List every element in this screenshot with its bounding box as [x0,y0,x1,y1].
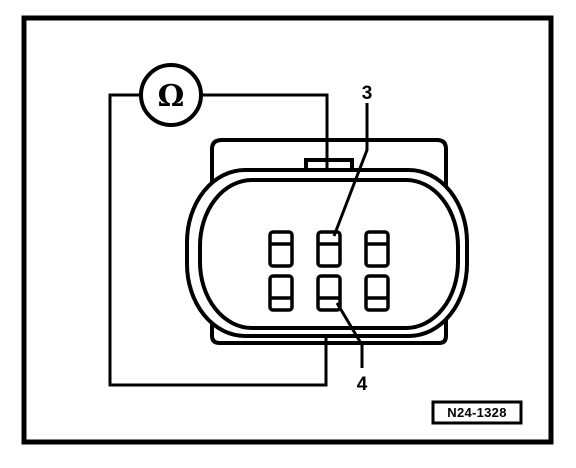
connector-rear-housing [210,138,448,345]
ohmmeter-icon [139,63,203,127]
ohm-symbol: Ω [158,79,185,114]
pin-row-lower [268,274,390,312]
pin-row-upper [268,230,390,268]
pin-cavity [364,274,390,312]
leader-pin-3 [332,103,369,237]
callout-pin-3: 3 [362,83,373,104]
ohmmeter: Ω [139,63,203,127]
callout-pin-4: 4 [357,374,368,395]
leader-pin-4 [335,302,364,368]
pin-cavity [364,230,390,268]
pin-cavity [316,274,342,312]
pin-cavity [268,274,294,312]
reference-box: N24-1328 [431,400,523,425]
pin-cavity [316,230,342,268]
connector-latch [304,158,354,172]
callout-leaders [332,103,369,368]
reference-code: N24-1328 [447,405,507,420]
connector-oval-inner [198,178,460,330]
pin-cavity [268,230,294,268]
